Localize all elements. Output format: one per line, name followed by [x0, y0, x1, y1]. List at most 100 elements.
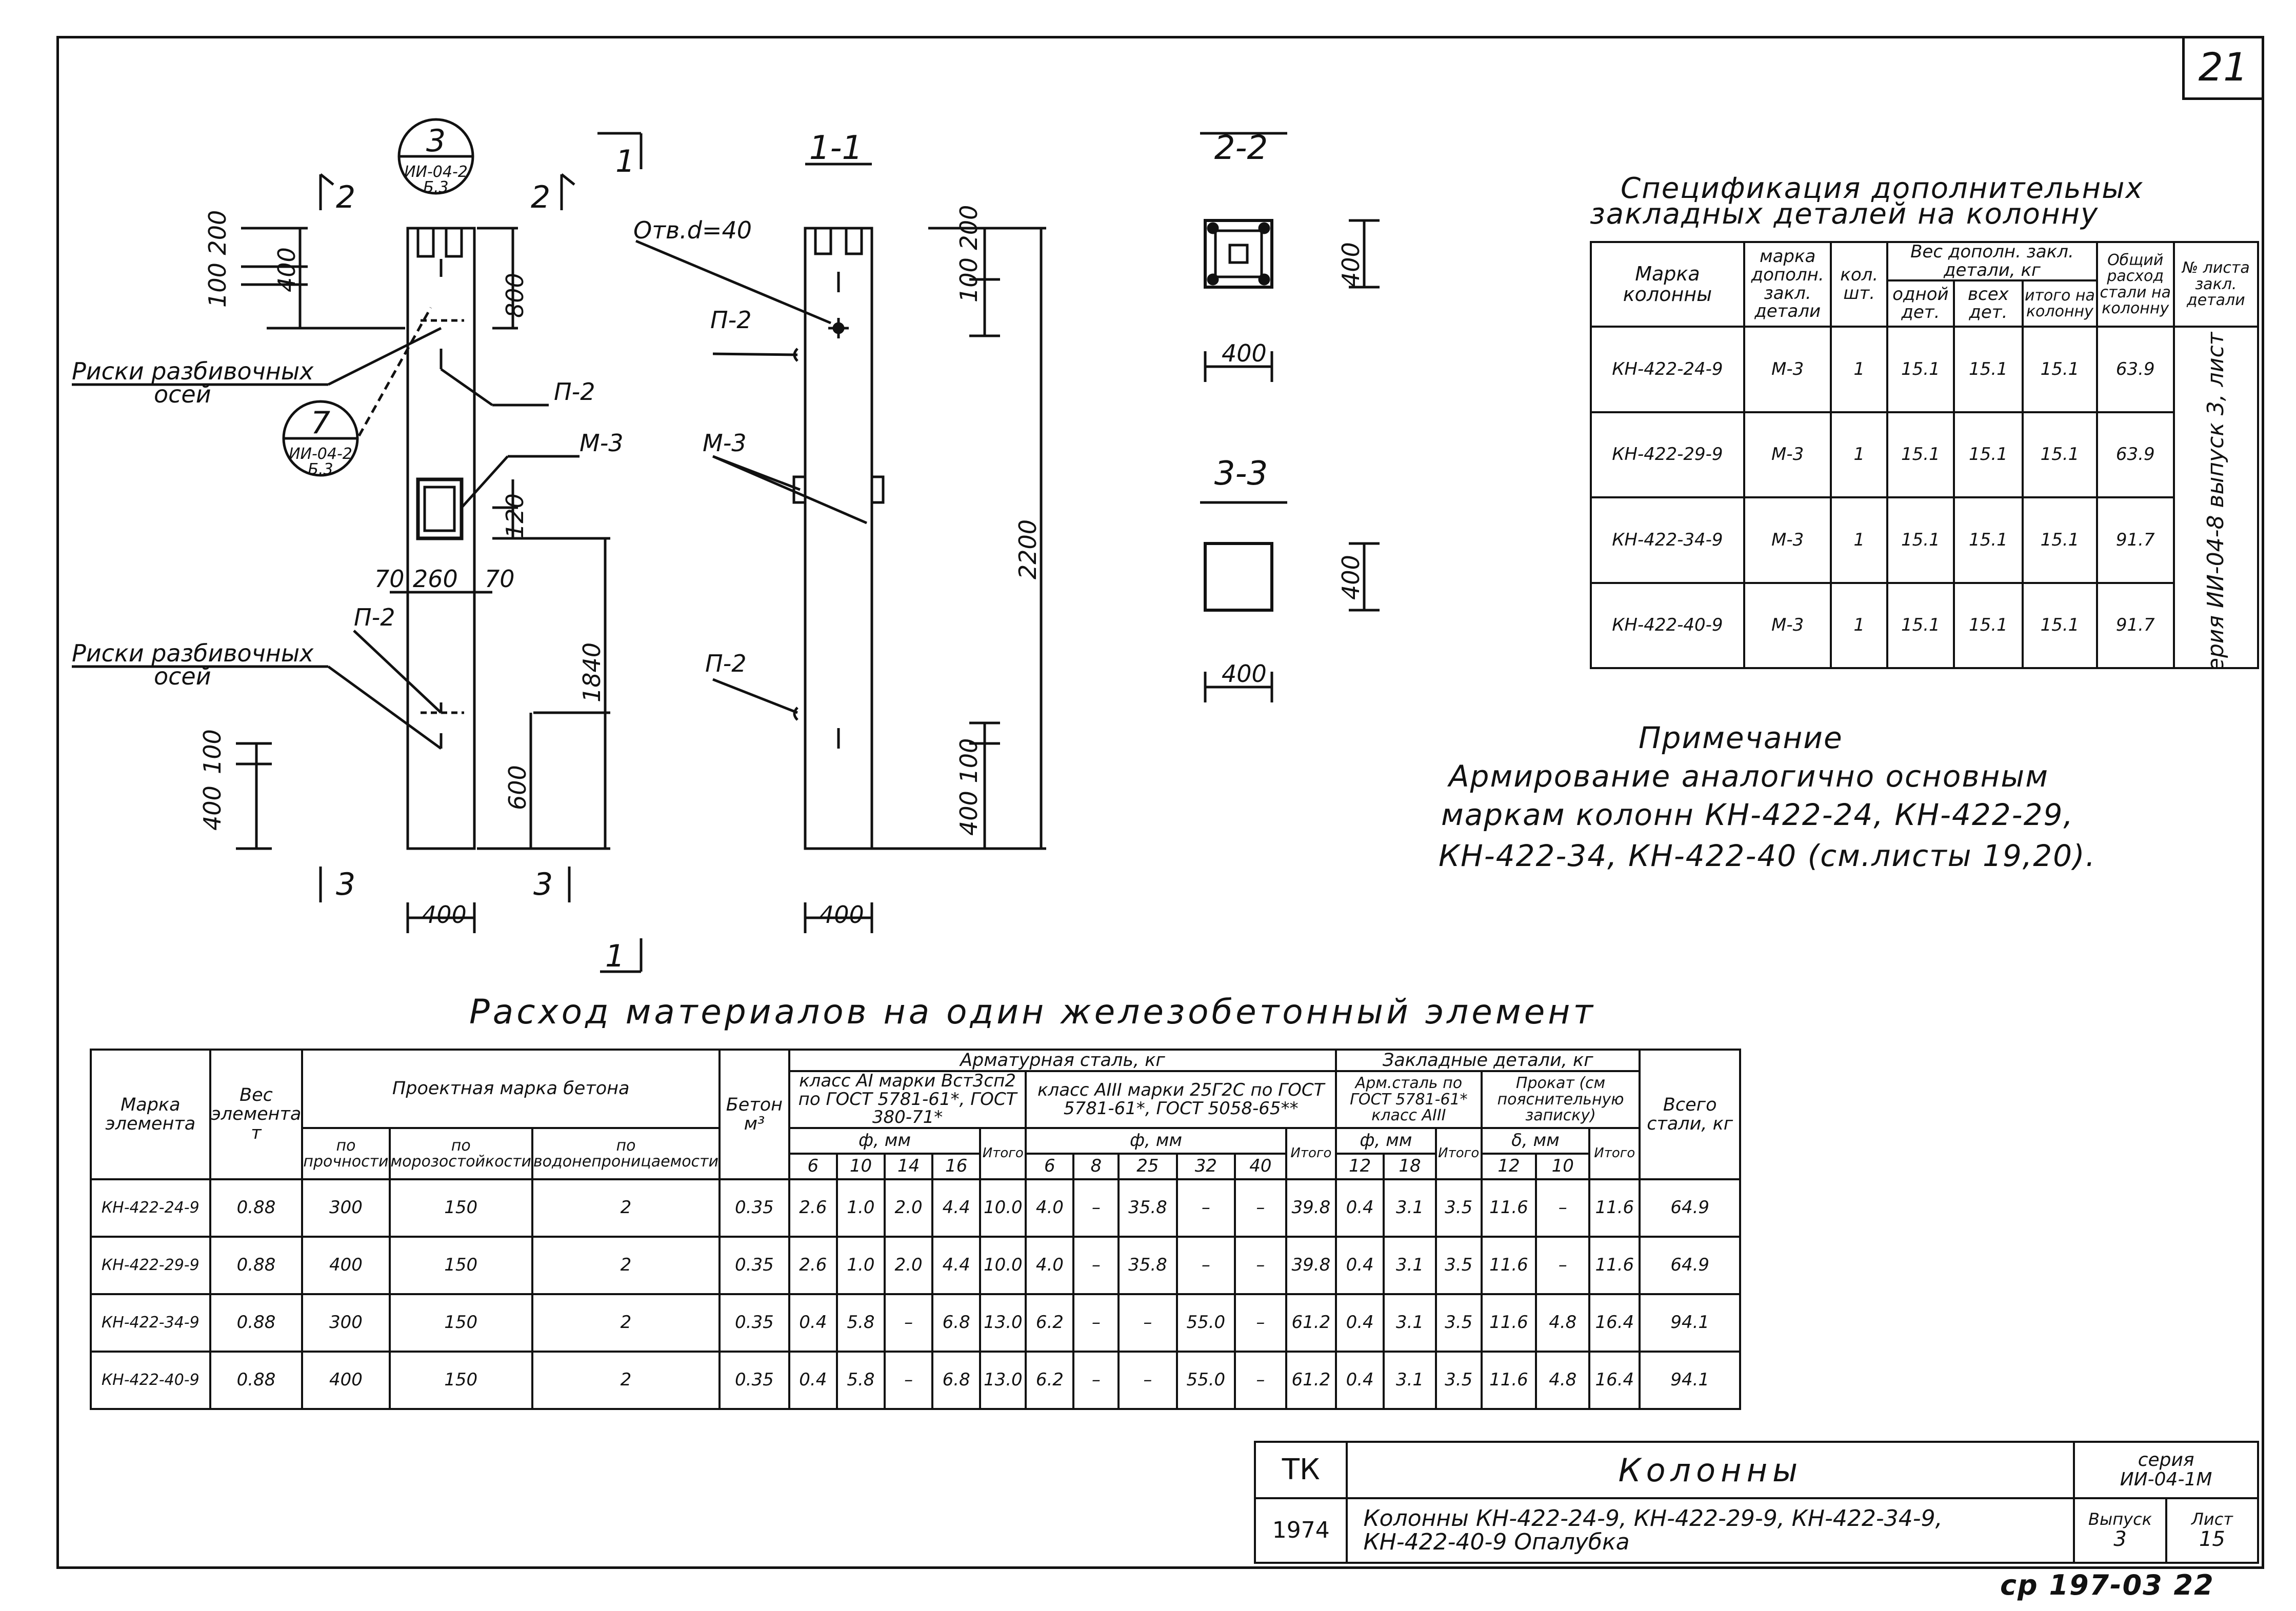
table-cell: 300 — [301, 1293, 391, 1353]
table-cell: 1.0 — [835, 1236, 886, 1296]
table-cell: – — [1175, 1236, 1236, 1296]
table-cell: 3.1 — [1383, 1236, 1437, 1296]
table-cell: 64.9 — [1639, 1236, 1741, 1296]
table-cell: – — [1234, 1178, 1287, 1238]
svg-text:осей: осей — [154, 380, 211, 408]
table-cell: – — [1234, 1351, 1287, 1411]
sheet-number: 21 — [2182, 36, 2262, 100]
table-cell: 5.8 — [835, 1351, 886, 1411]
table-cell: 6.8 — [931, 1293, 982, 1353]
svg-text:600: 600 — [504, 765, 531, 810]
table-cell: 13.0 — [979, 1293, 1027, 1353]
svg-text:400: 400 — [198, 786, 226, 831]
table-cell: 10.0 — [979, 1236, 1027, 1296]
table-cell: 4.8 — [1535, 1351, 1591, 1411]
table-cell: 2.6 — [788, 1178, 838, 1238]
svg-text:3: 3 — [533, 867, 553, 902]
table-cell: 2.0 — [884, 1236, 934, 1296]
table-cell: 3.5 — [1434, 1293, 1483, 1353]
table-cell: 2 — [531, 1293, 721, 1353]
row-mark: КН-422-40-9 — [90, 1351, 211, 1411]
table-cell: 0.4 — [1335, 1178, 1385, 1238]
spec-header-all: всех дет. — [1952, 279, 2024, 328]
table-cell: 0.88 — [209, 1178, 304, 1238]
table-cell: 6.2 — [1025, 1293, 1075, 1353]
svg-text:2200: 2200 — [1014, 519, 1042, 579]
column-section-1-1 — [804, 227, 873, 850]
spec-header-weight: Вес дополн. закл. детали, кг — [1886, 240, 2098, 282]
svg-text:100 200: 100 200 — [955, 205, 983, 303]
svg-text:осей: осей — [154, 662, 211, 690]
row-mark: КН-422-29-9 — [90, 1236, 211, 1296]
title-block: ТК Колонны серия ИИ-04-1М 1974 Колонны К… — [1253, 1440, 2260, 1564]
spec-header-one: одной дет. — [1886, 279, 1955, 328]
svg-text:400: 400 — [1337, 555, 1365, 600]
table-cell: – — [1117, 1293, 1178, 1353]
spec-header-mark: Марка колонны — [1590, 240, 1745, 328]
table-cell: 0.35 — [718, 1351, 790, 1411]
callout-7-number: 7 — [311, 405, 330, 441]
svg-text:70: 70 — [485, 565, 515, 593]
mat-header-concrete-grade: Проектная марка бетона — [301, 1048, 721, 1130]
title-block-subtitle-2: КН-422-40-9 Опалубка — [1363, 1529, 1630, 1556]
table-cell: 11.6 — [1480, 1293, 1538, 1353]
mat-header-frost: по морозостойкости — [388, 1127, 533, 1181]
table-cell: – — [1234, 1236, 1287, 1296]
table-cell: 64.9 — [1639, 1178, 1741, 1238]
table-cell: 94.1 — [1639, 1351, 1741, 1411]
table-cell: 0.88 — [209, 1351, 304, 1411]
mat-header-water: по водонепроницаемости — [531, 1127, 721, 1181]
svg-text:2: 2 — [531, 179, 550, 215]
spec-sheet-ref: серия ИИ-04-8 выпуск 3, лист 2 — [2172, 326, 2260, 669]
note-line3: КН-422-34, КН-422-40 (см.листы 19,20). — [1439, 838, 2097, 873]
row-mark: КН-422-34-9 — [90, 1293, 211, 1353]
mat-header-rebar: Арматурная сталь, кг — [788, 1049, 1337, 1072]
table-cell: – — [884, 1293, 934, 1353]
mat-header-embedded: Закладные детали, кг — [1335, 1049, 1641, 1072]
table-cell: 4.8 — [1535, 1293, 1591, 1353]
table-cell: 2.6 — [788, 1236, 838, 1296]
note-line2: маркам колонн КН-422-24, КН-422-29, — [1441, 797, 2074, 832]
svg-text:3: 3 — [336, 867, 355, 902]
table-cell: 0.88 — [209, 1236, 304, 1296]
table-cell: – — [1072, 1351, 1120, 1411]
spec-header-qty: кол. шт. — [1830, 240, 1889, 328]
svg-text:1840: 1840 — [578, 642, 606, 702]
table-cell: 39.8 — [1285, 1236, 1337, 1296]
table-cell: 5.8 — [835, 1293, 886, 1353]
table-cell: – — [1117, 1351, 1178, 1411]
mat-header-strength: по прочности — [301, 1127, 391, 1181]
table-cell: 3.1 — [1383, 1351, 1437, 1411]
risks-label-bottom: Риски разбивочных — [72, 639, 314, 667]
table-cell: – — [1072, 1293, 1120, 1353]
note-title: Примечание — [1639, 720, 1843, 755]
column-elevation — [406, 227, 476, 850]
table-cell: 0.4 — [1335, 1293, 1385, 1353]
svg-text:400: 400 — [819, 901, 864, 929]
svg-text:П-2: П-2 — [554, 378, 595, 406]
table-cell: – — [884, 1351, 934, 1411]
callout-3-number: 3 — [426, 123, 446, 159]
table-cell: 39.8 — [1285, 1178, 1337, 1238]
spec-title-line1: Спецификация дополнительных — [1621, 172, 2144, 205]
table-cell: – — [1072, 1178, 1120, 1238]
title-block-title: Колонны — [1346, 1440, 2075, 1500]
svg-text:П-2: П-2 — [354, 603, 395, 631]
table-cell: 55.0 — [1175, 1351, 1236, 1411]
svg-text:2: 2 — [336, 179, 355, 215]
spec-header-common: Общий расход стали на колонну — [2095, 240, 2175, 328]
table-cell: 300 — [301, 1178, 391, 1238]
table-cell: 35.8 — [1117, 1236, 1178, 1296]
table-cell: 0.4 — [788, 1351, 838, 1411]
svg-text:1: 1 — [615, 144, 635, 179]
table-cell: 11.6 — [1588, 1178, 1641, 1238]
mat-header-arm-steel: Арм.сталь по ГОСТ 5781-61* класс АIII — [1335, 1070, 1483, 1130]
table-cell: 0.35 — [718, 1178, 790, 1238]
section-2-2-square — [1204, 219, 1273, 289]
